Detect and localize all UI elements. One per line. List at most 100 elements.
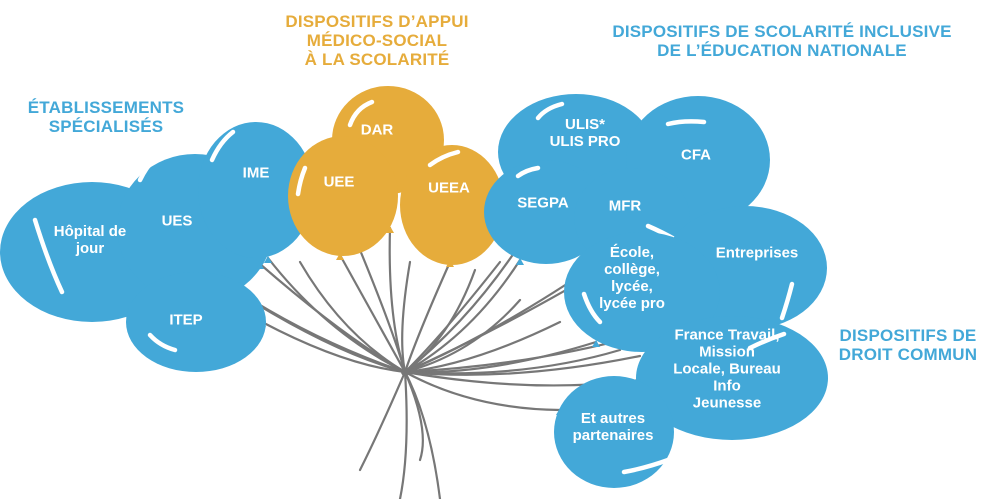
balloon-highlight xyxy=(621,457,671,475)
balloon-label-ecole: École, collège, lycée, lycée pro xyxy=(599,244,665,312)
group-title-etablissements: ÉTABLISSEMENTS SPÉCIALISÉS xyxy=(6,98,206,136)
balloon-highlight xyxy=(515,165,541,179)
balloon-ecole xyxy=(564,232,720,352)
balloon-label-line: ULIS PRO xyxy=(549,133,621,150)
balloon-highlight xyxy=(137,145,175,183)
balloon-body xyxy=(288,136,398,256)
balloon-knot xyxy=(446,260,454,267)
balloon-highlight xyxy=(427,149,461,168)
group-title-line: DISPOSITIFS DE xyxy=(839,326,977,345)
balloon-label-line: ULIS* xyxy=(564,116,605,133)
balloon-body xyxy=(636,316,828,440)
balloon-knot xyxy=(258,320,266,327)
balloon-label-cfa: CFA xyxy=(681,147,711,164)
balloon-string xyxy=(338,253,407,374)
balloon-body xyxy=(198,122,314,258)
balloon-label-mfr: MFR xyxy=(609,198,642,215)
balloon-label-line: UES xyxy=(161,212,193,230)
balloon-label-entreprises: Entreprises xyxy=(716,245,799,262)
group-title-appui: DISPOSITIFS D’APPUI MÉDICO-SOCIAL À LA S… xyxy=(262,12,492,69)
balloon-string xyxy=(403,260,502,374)
balloon-string xyxy=(403,320,562,374)
balloon-label-line: UEEA xyxy=(428,179,470,197)
balloons-layer xyxy=(0,86,828,488)
string-tail xyxy=(358,370,407,472)
balloon-label-line: lycée, xyxy=(611,278,653,295)
group-title-scolarite: DISPOSITIFS DE SCOLARITÉ INCLUSIVE DE L’… xyxy=(582,22,982,60)
balloon-label-autres: Et autres partenaires xyxy=(573,410,654,444)
balloon-label-ues: UES xyxy=(162,213,193,230)
balloon-label-uee: UEE xyxy=(324,174,355,191)
balloon-string xyxy=(403,298,522,374)
balloon-france xyxy=(636,316,828,440)
balloon-label-line: collège, xyxy=(604,261,660,278)
balloon-label-ulis: ULIS* ULIS PRO xyxy=(550,116,621,150)
balloon-highlight xyxy=(665,119,707,127)
balloon-string xyxy=(403,260,452,374)
balloon-body xyxy=(554,376,674,488)
balloon-label-line: Locale, Bureau xyxy=(673,360,781,378)
balloon-label-line: MFR xyxy=(608,197,642,215)
balloon-label-line: lycée pro xyxy=(599,295,665,312)
balloon-highlight xyxy=(747,331,787,351)
group-title-line: DISPOSITIFS D’APPUI xyxy=(285,12,469,31)
balloon-knot xyxy=(592,340,600,347)
balloon-highlight xyxy=(32,217,65,295)
balloon-knot xyxy=(256,262,264,269)
group-title-line: À LA SCOLARITÉ xyxy=(304,50,450,69)
balloon-label-hopital: Hôpital de jour xyxy=(54,223,127,257)
balloon-string xyxy=(358,248,407,374)
balloon-ime xyxy=(198,122,314,263)
balloon-label-dar: DAR xyxy=(361,122,394,139)
balloon-knot xyxy=(556,408,564,415)
balloon-body xyxy=(564,232,720,352)
balloon-knot xyxy=(264,256,272,263)
balloon-label-itep: ITEP xyxy=(169,312,202,329)
balloon-string xyxy=(260,320,407,374)
group-title-line: DROIT COMMUN xyxy=(838,345,978,364)
balloon-knot xyxy=(336,253,344,260)
group-title-line: DISPOSITIFS DE SCOLARITÉ INCLUSIVE xyxy=(612,22,952,41)
balloon-label-ime: IME xyxy=(243,165,270,182)
balloon-label-line: ITEP xyxy=(169,311,203,329)
balloon-label-line: Jeunesse xyxy=(692,394,762,412)
balloon-label-line: Info xyxy=(713,377,741,395)
string-knot xyxy=(401,368,409,376)
balloon-label-line: DAR xyxy=(360,121,394,139)
string-tail xyxy=(398,370,408,501)
balloon-label-line: Et autres xyxy=(580,410,646,427)
balloon-ueea xyxy=(400,145,504,267)
balloon-label-line: Mission xyxy=(699,343,755,361)
balloon-knot xyxy=(516,258,524,265)
balloon-body xyxy=(484,160,608,264)
balloon-highlight xyxy=(147,332,178,353)
balloon-label-ueea: UEEA xyxy=(428,180,470,197)
string-tail-layer xyxy=(358,368,442,501)
balloon-segpa xyxy=(484,160,608,265)
balloon-label-line: CFA xyxy=(681,146,711,164)
balloon-label-line: École, xyxy=(609,244,655,261)
group-title-droit-commun: DISPOSITIFS DE DROIT COMMUN xyxy=(828,326,988,364)
balloon-string xyxy=(403,354,642,376)
balloon-body xyxy=(400,145,504,265)
balloon-string xyxy=(401,260,412,374)
balloon-string xyxy=(248,298,407,374)
group-title-line: ÉTABLISSEMENTS xyxy=(27,98,185,117)
string-tail xyxy=(403,370,442,501)
balloon-label-segpa: SEGPA xyxy=(517,195,568,212)
balloon-string xyxy=(403,370,562,412)
balloon-string xyxy=(298,260,407,374)
balloon-highlight xyxy=(295,165,308,197)
balloon-label-line: Hôpital de xyxy=(53,223,127,240)
balloon-itep xyxy=(126,272,266,372)
balloon-uee xyxy=(288,136,398,260)
balloon-knot xyxy=(386,226,394,233)
balloon-autres xyxy=(554,376,674,488)
balloon-label-france-travail: France Travail, Mission Locale, Bureau I… xyxy=(673,327,781,412)
balloon-label-line: jour xyxy=(75,240,105,257)
balloon-highlight xyxy=(347,99,375,128)
group-title-line: SPÉCIALISÉS xyxy=(48,117,164,136)
balloon-highlight xyxy=(209,129,236,163)
